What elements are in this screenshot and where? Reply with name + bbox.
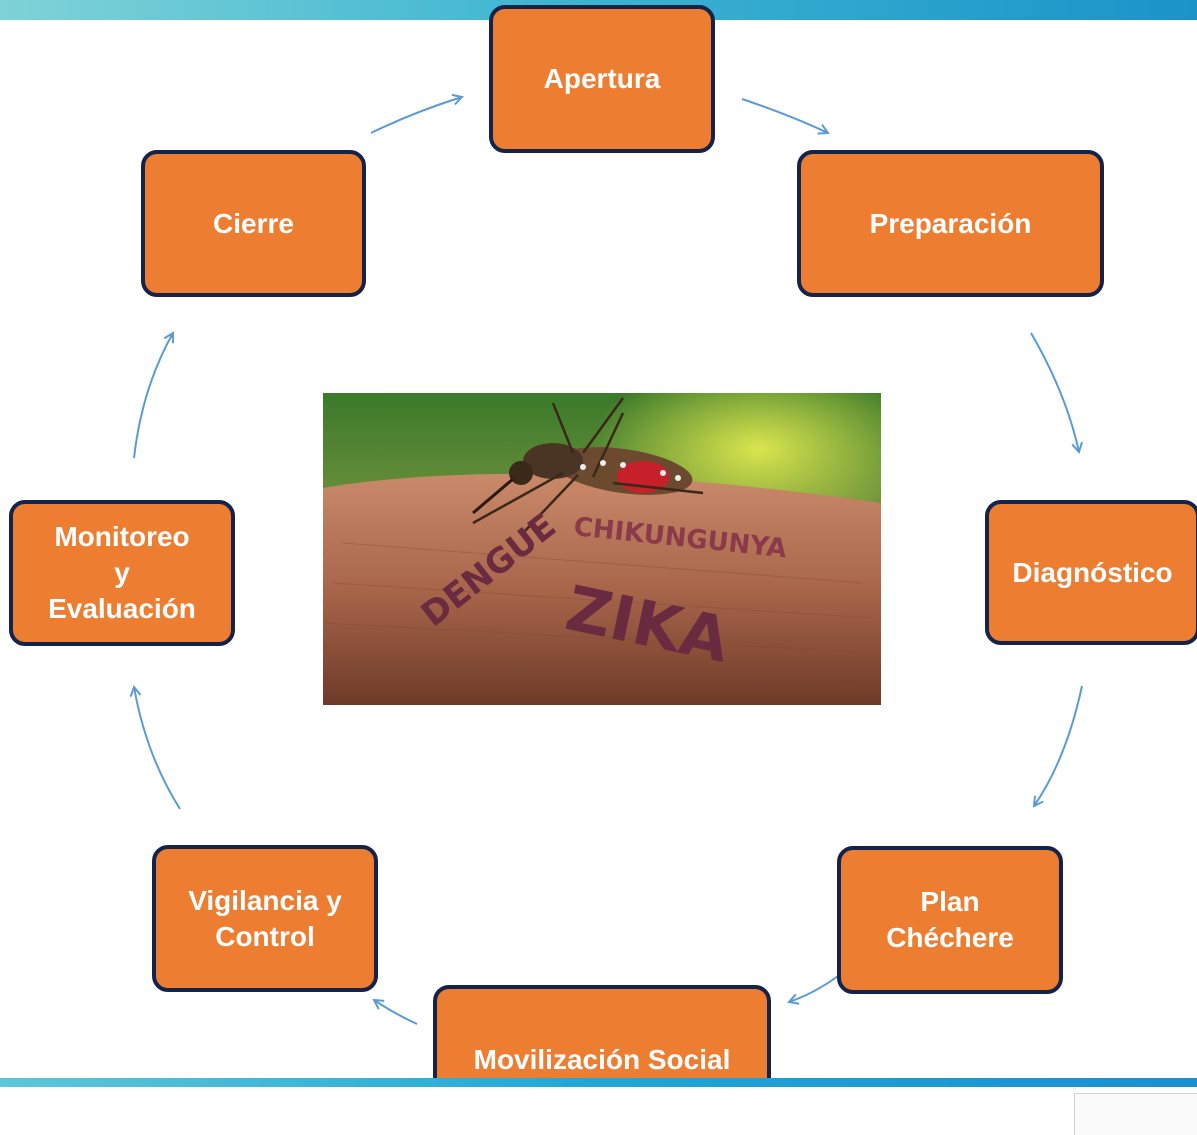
mosquito-photo: CHIKUNGUNYA DENGUE ZIKA [323,393,881,705]
mosquito-illustration [472,397,704,534]
arrow-apertura-to-preparacion [741,98,828,133]
arrow-cierre-to-apertura [370,97,462,134]
step-cierre: Cierre [141,150,366,297]
arrow-plan-to-movilizacion [789,975,839,1002]
step-plan-chechere: Plan Chéchere [837,846,1063,994]
arrow-movilizacion-to-vigilancia [374,1000,418,1025]
arrow-preparacion-to-diagnostico [1030,332,1079,452]
step-vigilancia-control: Vigilancia y Control [152,845,378,992]
step-diagnostico: Diagnóstico [985,500,1197,645]
step-apertura: Apertura [489,5,715,153]
arrow-monitoreo-to-cierre [133,333,173,459]
footer-strip [0,1087,1197,1135]
step-preparacion: Preparación [797,150,1104,297]
footer-corner-box [1074,1093,1197,1135]
step-monitoreo-evaluacion: Monitoreo y Evaluación [9,500,235,646]
footer-accent-line [0,1078,1197,1087]
arrow-diagnostico-to-plan [1034,685,1083,806]
arrow-vigilancia-to-monitoreo [134,687,181,810]
